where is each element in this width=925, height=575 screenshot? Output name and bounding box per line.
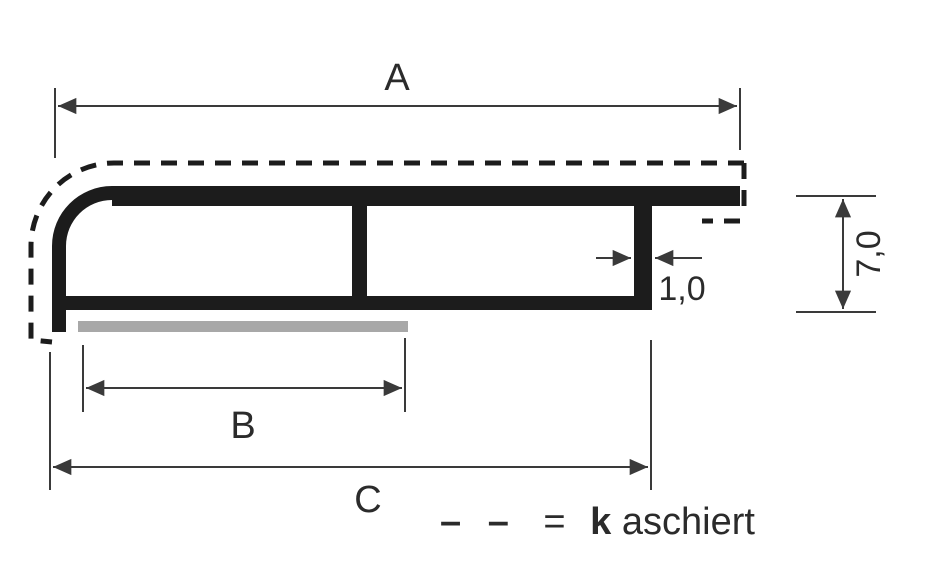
- dimension-label-B: B: [230, 405, 255, 447]
- dimension-B: B: [82, 338, 406, 447]
- legend-rest: aschiert: [622, 501, 755, 543]
- dimension-A: A: [54, 57, 741, 158]
- kaschiert-foil-outline: [28, 160, 747, 345]
- legend-equals: =: [543, 501, 565, 543]
- legend-text: – – = k aschiert: [440, 501, 755, 543]
- dimension-label-C: C: [354, 479, 381, 521]
- dimension-C: C: [49, 340, 652, 521]
- dimension-height: 7,0: [796, 195, 888, 313]
- legend-bold-k: k: [590, 501, 612, 543]
- profile-front-nose: [52, 186, 112, 332]
- profile-body: [52, 186, 740, 332]
- profile-top-flange: [112, 186, 740, 206]
- profile-bottom-flange: [58, 296, 652, 310]
- dimension-label-A: A: [384, 57, 410, 99]
- dimension-label-height: 7,0: [850, 230, 888, 277]
- legend-kaschiert: – – = k aschiert: [440, 501, 755, 543]
- profile-right-wall: [634, 196, 652, 310]
- dimension-label-wall: 1,0: [658, 270, 705, 308]
- profile-middle-web: [352, 196, 367, 300]
- legend-dash-sample: – –: [440, 501, 517, 543]
- dimension-wall-thickness: 1,0: [596, 249, 706, 308]
- tape-strip: [78, 321, 408, 332]
